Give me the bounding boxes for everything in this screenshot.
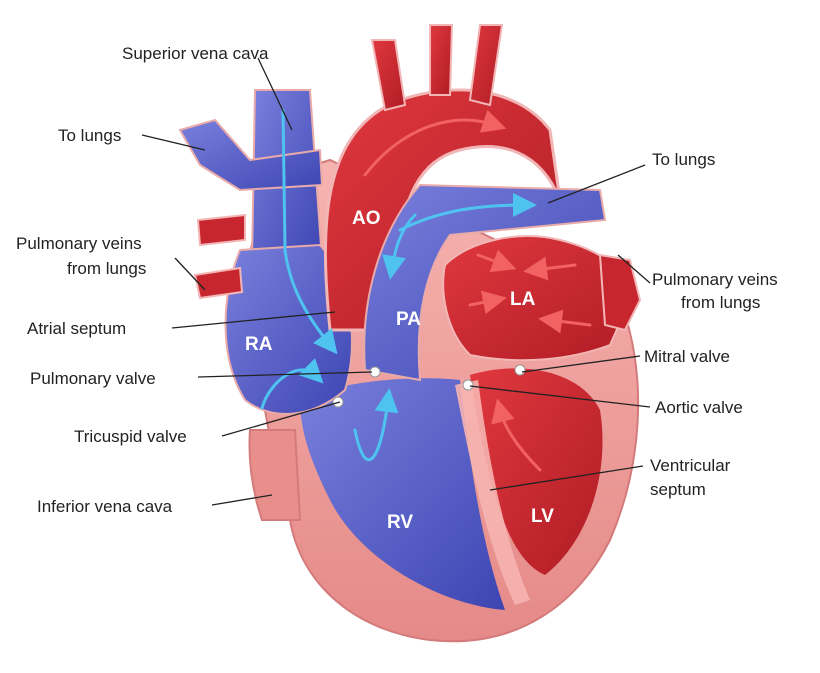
chamber-label-la: LA <box>510 289 536 310</box>
label-ventricular-septum-2: septum <box>650 480 706 499</box>
label-superior-vena-cava: Superior vena cava <box>122 44 269 63</box>
chamber-label-pa: PA <box>396 309 421 330</box>
aortic-branch-3 <box>470 25 502 105</box>
label-pulmonary-veins-left-1: Pulmonary veins <box>16 234 142 253</box>
label-pulmonary-veins-left-2: from lungs <box>67 259 146 278</box>
label-mitral-valve: Mitral valve <box>644 347 730 366</box>
chamber-label-lv: LV <box>531 506 554 527</box>
label-pulmonary-valve: Pulmonary valve <box>30 369 156 388</box>
label-ventricular-septum-1: Ventricular <box>650 456 731 475</box>
mitral-valve-shape <box>515 365 525 375</box>
aortic-branch-2 <box>430 25 452 95</box>
label-atrial-septum: Atrial septum <box>27 319 126 338</box>
chamber-label-ao: AO <box>352 208 381 229</box>
label-aortic-valve: Aortic valve <box>655 398 743 417</box>
right-pulmonary-veins <box>600 255 640 330</box>
label-pulmonary-veins-right-2: from lungs <box>681 293 760 312</box>
label-to-lungs-left: To lungs <box>58 126 121 145</box>
aortic-branch-1 <box>372 40 405 110</box>
aortic-valve-shape <box>463 380 473 390</box>
inferior-vena-cava-vessel <box>250 430 301 520</box>
chamber-label-rv: RV <box>387 512 413 533</box>
label-inferior-vena-cava: Inferior vena cava <box>37 497 173 516</box>
chamber-label-ra: RA <box>245 334 273 355</box>
label-tricuspid-valve: Tricuspid valve <box>74 427 187 446</box>
label-to-lungs-right: To lungs <box>652 150 715 169</box>
label-pulmonary-veins-right-1: Pulmonary veins <box>652 270 778 289</box>
